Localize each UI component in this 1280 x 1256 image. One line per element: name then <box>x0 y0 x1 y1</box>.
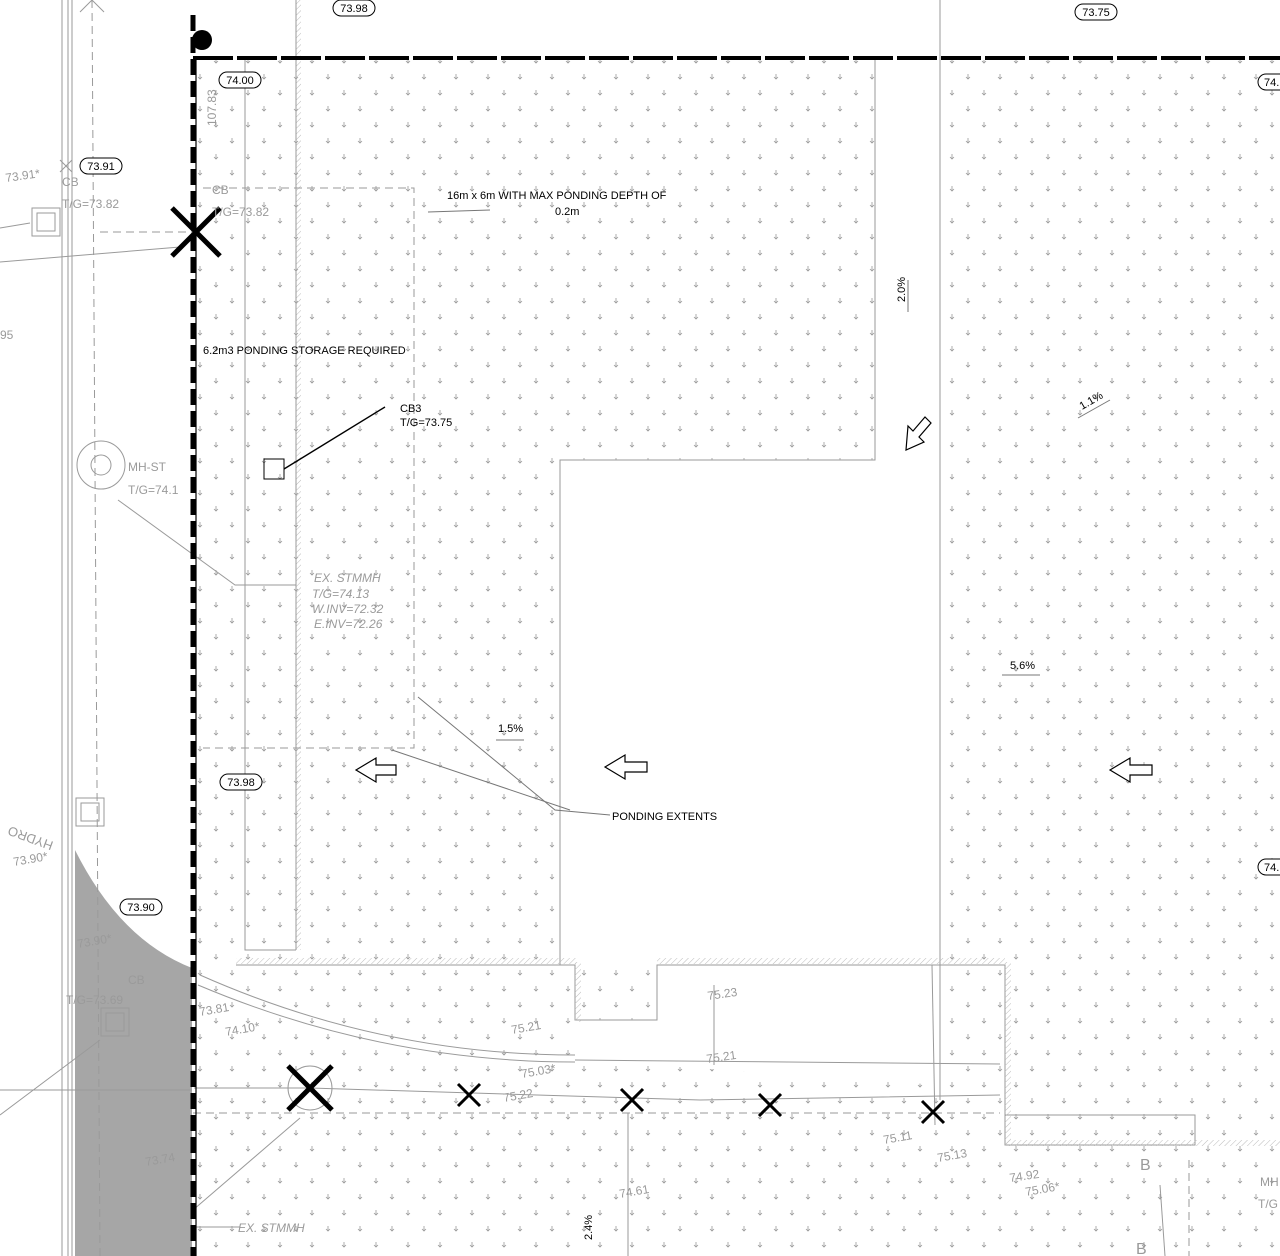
slope-label: 5.6% <box>1010 660 1035 672</box>
stmmh-einv-label: E.INV=72.26 <box>314 617 383 631</box>
leaders <box>391 209 1111 816</box>
spot-elevation: 75.23 <box>706 985 738 1003</box>
building-footprint <box>560 60 940 1085</box>
mh-tg-label: T/G=74.1 <box>128 483 179 497</box>
x-icon <box>920 1099 946 1125</box>
cb-label: CB <box>212 183 229 197</box>
spot-elevation: 75.21 <box>510 1018 542 1037</box>
x-icon <box>619 1087 645 1113</box>
elevation-label: 74. <box>1264 77 1279 89</box>
cb3-label: CB3 <box>400 403 421 415</box>
spot-elevation: 73.90* <box>76 931 113 951</box>
cb-label: CB <box>62 175 79 189</box>
spot-elevation: 73.91* <box>4 166 41 185</box>
ponding-depth-note: 0.2m <box>555 206 579 218</box>
spot-elevation: 74.92 <box>1008 1167 1040 1185</box>
big-x-icon <box>286 1064 334 1112</box>
spot-elevation: 75.11 <box>882 1128 913 1147</box>
paved-area <box>193 0 1280 58</box>
spot-elevation: 73.74 <box>144 1150 176 1169</box>
stmmh-label: EX. STMMH <box>314 571 381 585</box>
cb-tg-label: T/G=73.69 <box>66 993 123 1007</box>
flow-arrow-left-icon <box>603 753 648 781</box>
big-x-icon <box>170 206 222 258</box>
spot-elevation: 75.22 <box>502 1086 534 1105</box>
partial-label: 95 <box>0 328 14 342</box>
slope-label: 2.4% <box>583 1215 595 1240</box>
flow-arrow-left-icon <box>1108 756 1153 784</box>
ponding-extents-note: PONDING EXTENTS <box>612 811 717 823</box>
existing-road <box>0 0 333 1256</box>
storage-note: 6.2m3 PONDING STORAGE REQUIRED <box>203 345 406 357</box>
bearing-label: 107.83 <box>205 89 219 126</box>
slope-label: 2.0% <box>896 277 908 302</box>
ponding-size-note: 16m x 6m WITH MAX PONDING DEPTH OF <box>447 190 667 202</box>
drain-markers <box>170 206 946 1125</box>
mh-tg-label: T/G <box>1258 1197 1278 1211</box>
hydro-label: HYDRO <box>6 823 55 853</box>
x-icon <box>757 1092 783 1118</box>
spot-elevation: 75.21 <box>705 1048 737 1066</box>
elevation-label: 73.90 <box>127 902 155 914</box>
elevation-label: 73.91 <box>87 161 115 173</box>
stmmh-winv-label: W.INV=72.32 <box>312 602 384 616</box>
cb-tg-label: T/G=73.82 <box>212 205 269 219</box>
stmmh-tg-label: T/G=74.13 <box>312 587 369 601</box>
flow-arrows <box>354 416 1153 784</box>
elevation-label: 74. <box>1264 862 1279 874</box>
bay-label: B <box>1140 1157 1151 1174</box>
spot-elevation: 75.06* <box>1024 1179 1061 1199</box>
mh-label: MH <box>1260 1175 1279 1189</box>
spot-elevation: 74.61 <box>618 1182 650 1201</box>
stmmh-label: EX. STMMH <box>238 1221 305 1235</box>
property-line <box>190 15 1280 1256</box>
elevation-label: 73.98 <box>227 777 255 789</box>
building-outline <box>193 0 1280 1256</box>
flow-arrow-down-left-icon <box>905 416 932 451</box>
spot-elevation: 73.90* <box>12 849 49 869</box>
slope-label: 1.5% <box>498 723 523 735</box>
spot-elevation: 73.81 <box>198 1000 230 1019</box>
boxed-elevations: 73.98 73.75 74.00 73.91 73.98 73.90 74. … <box>79 0 1280 916</box>
cb3-tg-label: T/G=73.75 <box>400 417 452 429</box>
spot-elevation: 74.10* <box>224 1019 261 1039</box>
x-icon <box>456 1082 482 1108</box>
bay-label: B <box>1136 1241 1147 1256</box>
spot-elevations: 73.81 74.10* 75.21 75.03* 75.22 73.74 75… <box>144 985 1061 1201</box>
spot-elevation: 75.03* <box>520 1061 557 1081</box>
cb-tg-label: T/G=73.82 <box>62 197 119 211</box>
cb-label: CB <box>128 973 145 987</box>
flow-arrow-left-icon <box>354 756 397 784</box>
mh-label: MH-ST <box>128 460 167 474</box>
spot-elevation: 75.13 <box>936 1146 968 1165</box>
elevation-label: 73.98 <box>340 3 368 15</box>
elevation-label: 73.75 <box>1082 7 1110 19</box>
elevation-label: 74.00 <box>226 75 254 87</box>
